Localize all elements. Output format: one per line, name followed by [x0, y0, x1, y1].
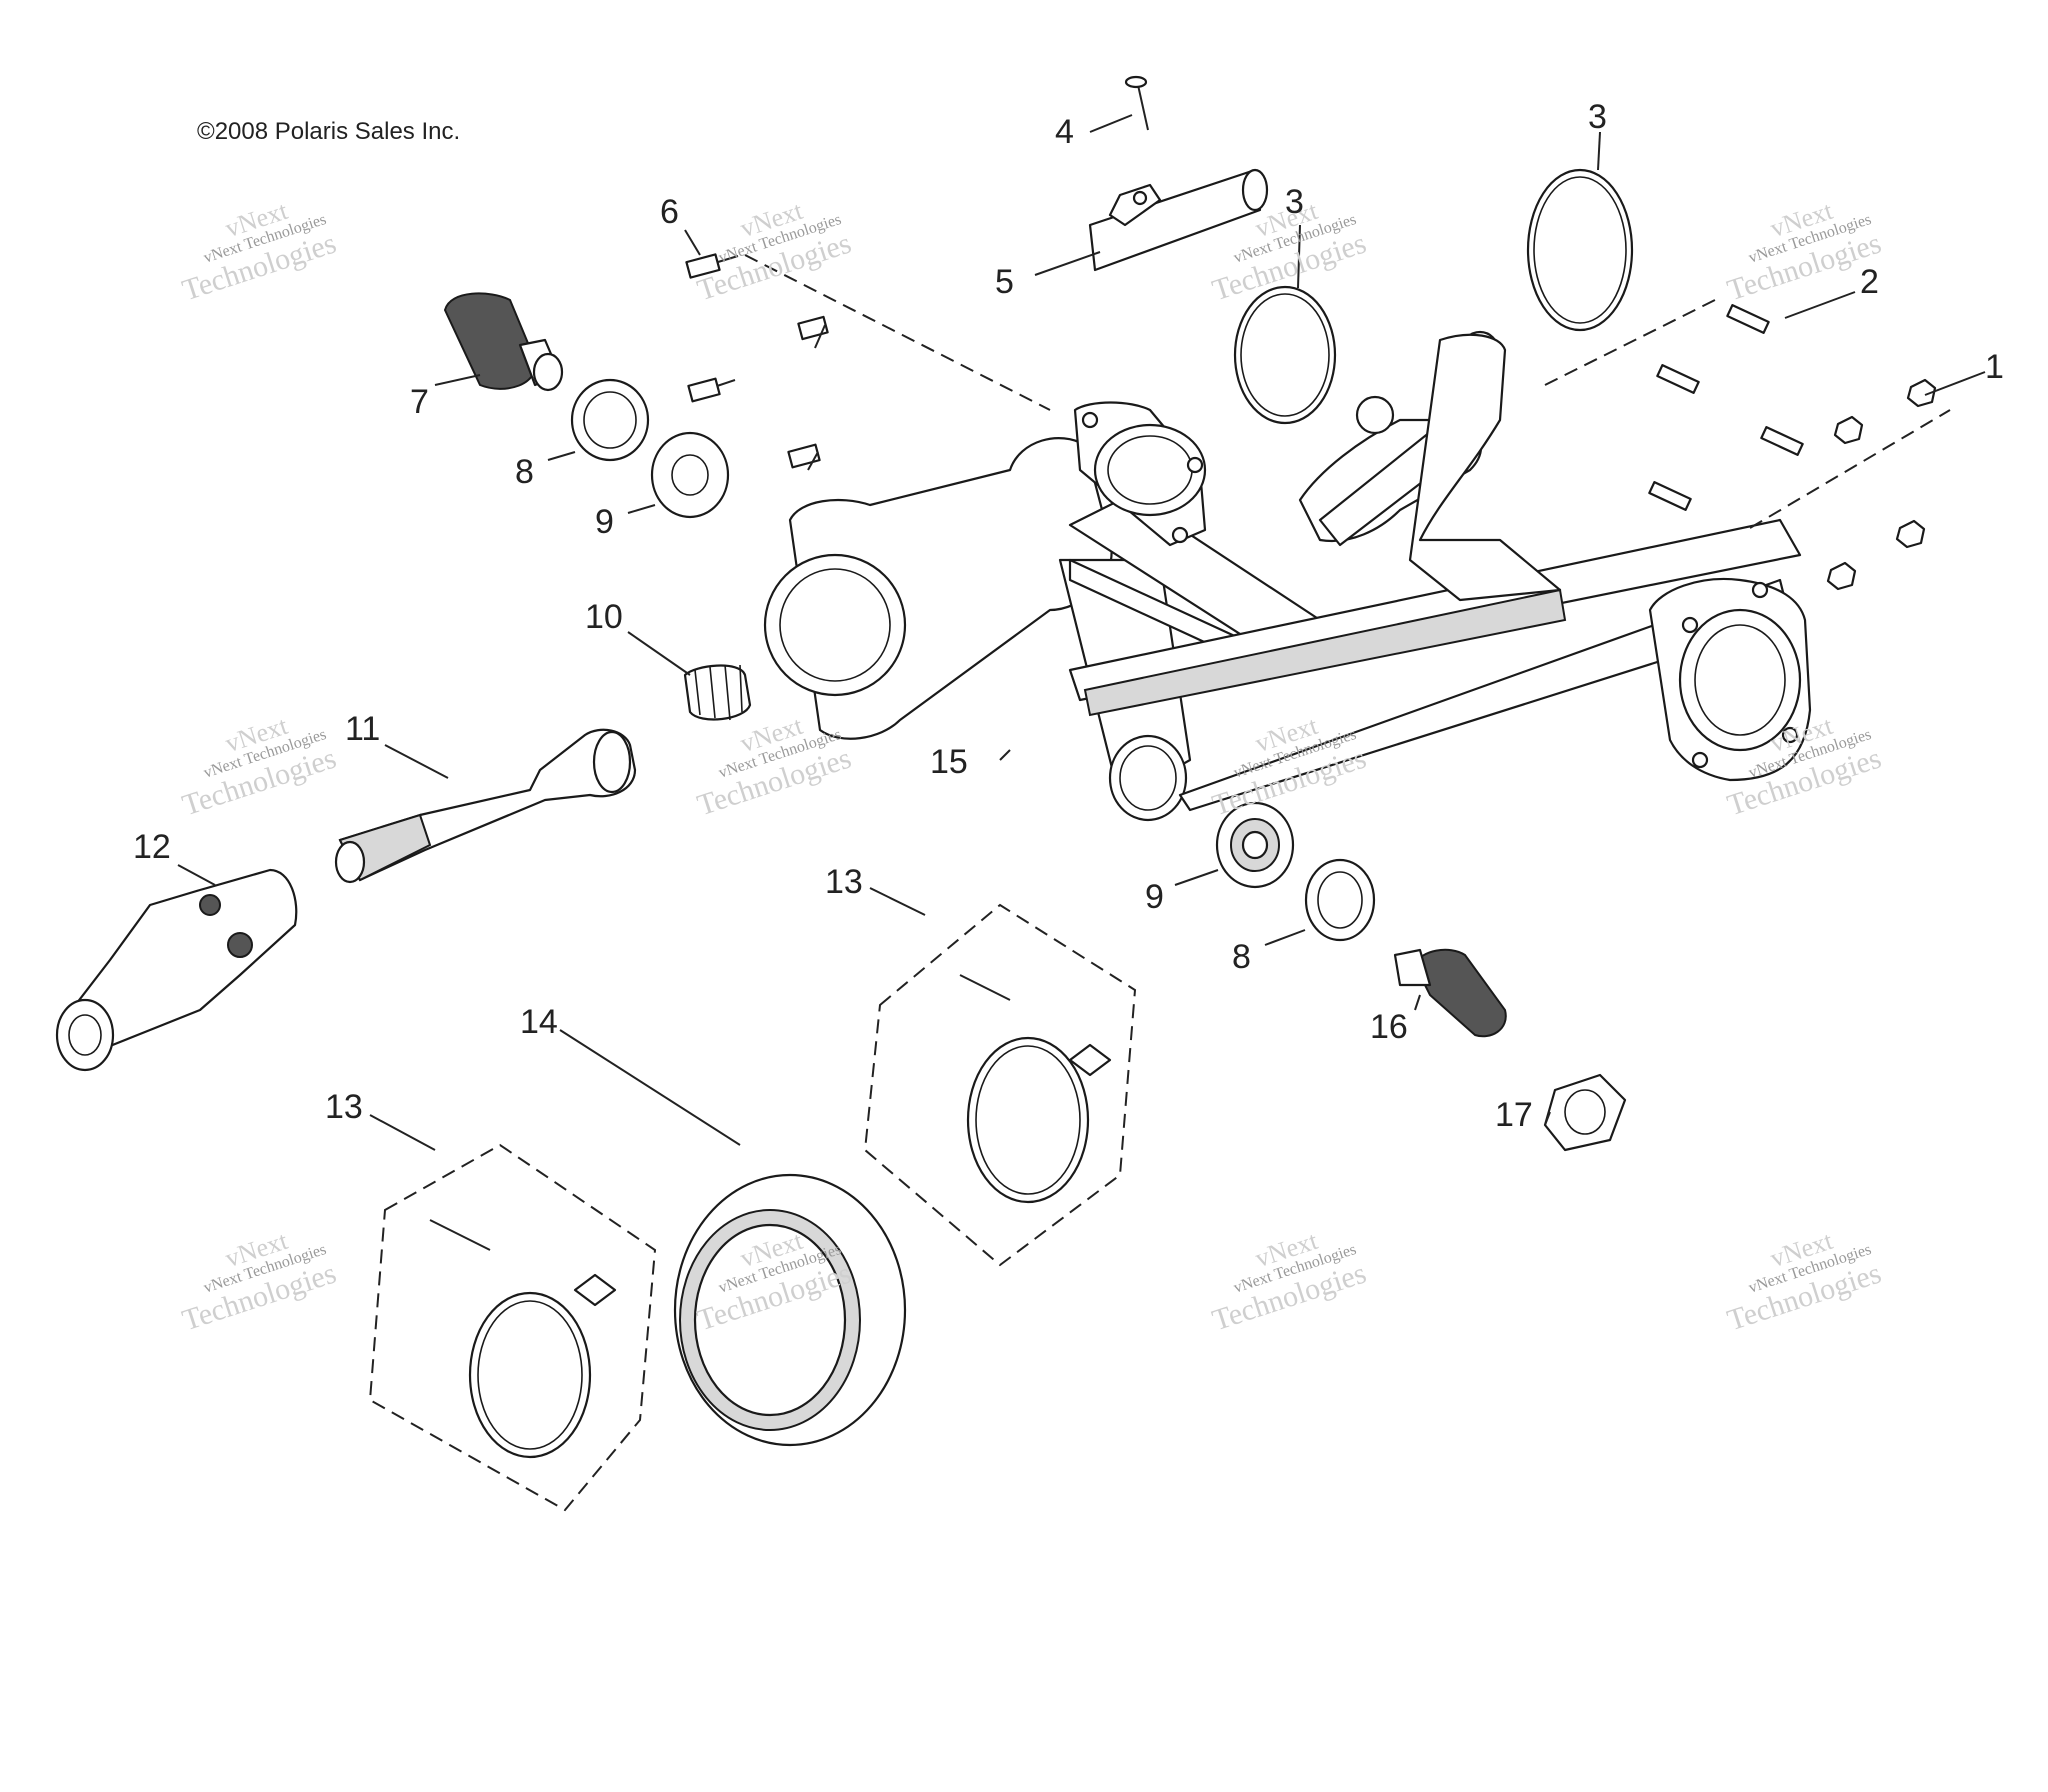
clamp-kit-lower [368, 1143, 657, 1512]
drive-shaft [334, 728, 637, 884]
hex-nut [1543, 1073, 1627, 1152]
callout-16: 16 [1370, 1008, 1408, 1046]
callout-11: 11 [345, 710, 381, 748]
leader-lines [177, 114, 1986, 1151]
callout-14: 14 [520, 1003, 558, 1041]
splined-shaft-right [1393, 948, 1507, 1038]
clamp-kit-upper [863, 903, 1137, 1267]
shock-sleeve [1088, 168, 1269, 272]
callout-2: 2 [1860, 263, 1879, 301]
spring [683, 664, 752, 721]
callout-17: 17 [1495, 1096, 1533, 1134]
callout-13-upper: 13 [825, 863, 863, 901]
copyright-symbol: © [197, 118, 215, 145]
copyright-notice: ©2008 Polaris Sales Inc. [197, 118, 460, 146]
callout-4: 4 [1055, 113, 1074, 151]
callout-13-lower: 13 [325, 1088, 363, 1126]
splined-shaft-left [443, 292, 564, 392]
bearing-upper [650, 431, 730, 519]
callout-5: 5 [995, 263, 1014, 301]
o-ring-front [1233, 285, 1337, 425]
screw [1124, 75, 1149, 131]
callout-1: 1 [1985, 348, 2004, 386]
callout-8-lower: 8 [1232, 938, 1251, 976]
callout-9-upper: 9 [595, 503, 614, 541]
o-ring-rear [1526, 168, 1634, 332]
boot-seal [673, 1173, 907, 1447]
callout-8-upper: 8 [515, 453, 534, 491]
callout-10: 10 [585, 598, 623, 636]
universal-joint [55, 868, 298, 1072]
callout-12: 12 [133, 828, 171, 866]
swing-arm [763, 330, 1812, 822]
seal-lower [1304, 858, 1376, 942]
bolts [685, 253, 1937, 591]
copyright-text: 2008 Polaris Sales Inc. [214, 118, 461, 145]
callout-3-rear: 3 [1588, 98, 1607, 136]
callout-15: 15 [930, 743, 968, 781]
callout-3-front: 3 [1285, 183, 1304, 221]
callout-9-lower: 9 [1145, 878, 1164, 916]
callout-7: 7 [410, 383, 429, 421]
callout-6: 6 [660, 193, 679, 231]
